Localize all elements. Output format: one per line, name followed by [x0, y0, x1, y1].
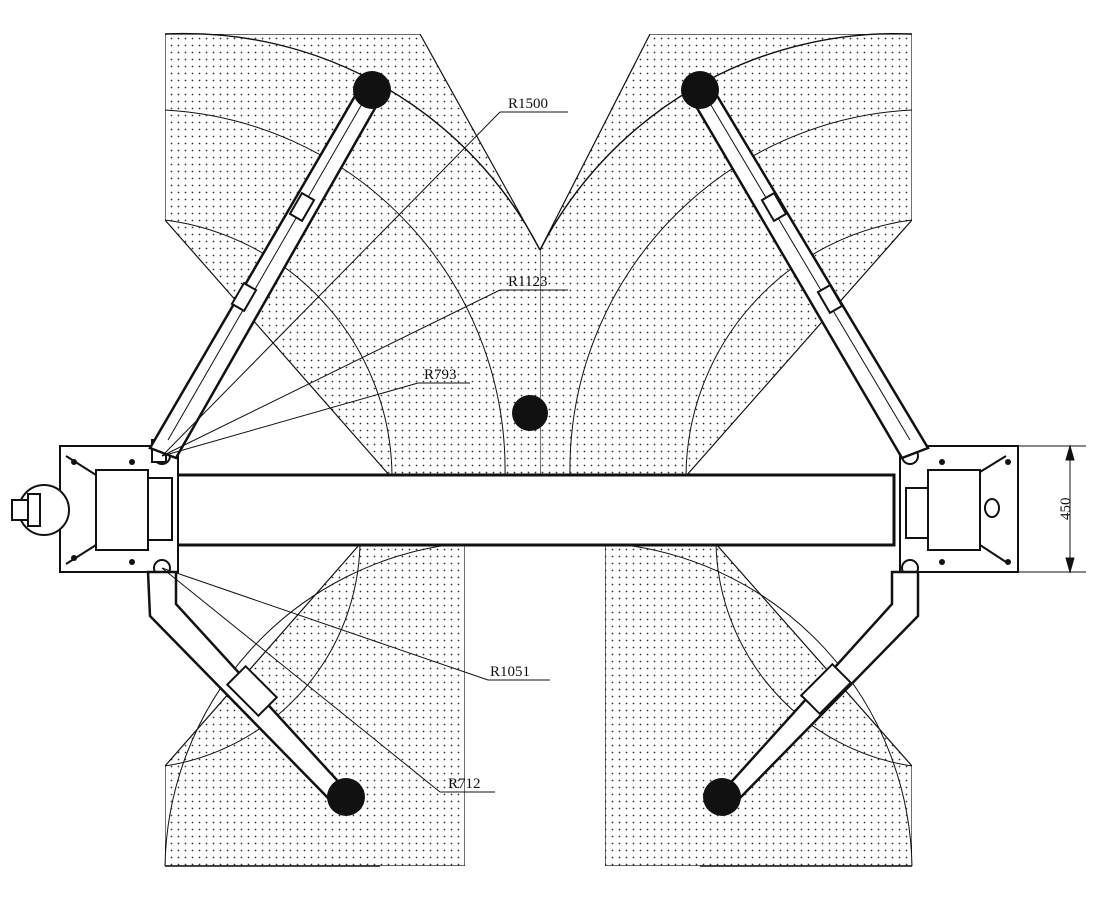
label-r793: R793 [424, 367, 457, 383]
zone-arcs [164, 32, 913, 867]
radius-leaders [161, 111, 568, 793]
arm-bottom-left [146, 570, 348, 802]
label-r1123: R1123 [508, 274, 547, 290]
swing-zone-bottom-left [165, 544, 465, 866]
label-dim-450: 450 [1058, 498, 1074, 521]
cross-beam [174, 473, 896, 547]
dimension-450 [1018, 444, 1086, 574]
swing-zone-top-right [540, 34, 912, 476]
label-r1051: R1051 [490, 664, 530, 680]
lift-pads [327, 71, 741, 816]
left-post [11, 439, 179, 577]
label-r1500: R1500 [508, 96, 548, 112]
right-post [899, 445, 1019, 577]
label-r712: R712 [448, 776, 481, 792]
swing-zone-top-left [165, 34, 539, 476]
swing-zone-bottom-right [605, 544, 912, 866]
